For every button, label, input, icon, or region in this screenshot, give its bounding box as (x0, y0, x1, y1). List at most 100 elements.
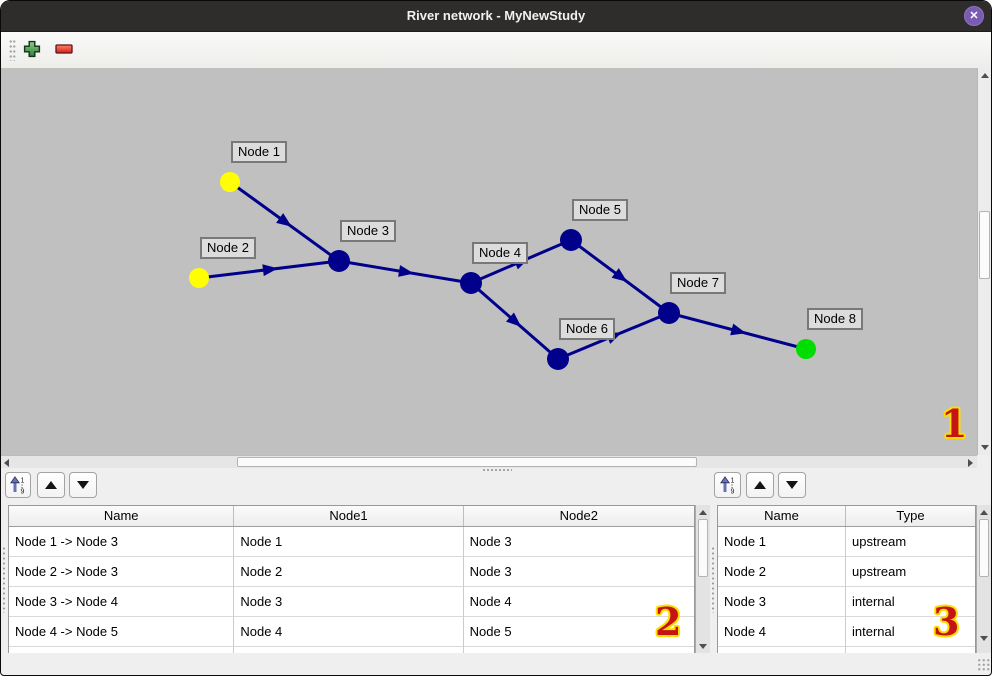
network-node[interactable] (560, 229, 582, 251)
column-header[interactable]: Node1 (234, 506, 464, 526)
network-node[interactable] (189, 268, 209, 288)
column-header[interactable]: Type (896, 508, 925, 523)
scroll-down-icon[interactable] (980, 636, 988, 641)
edge-arrow-icon (398, 265, 414, 277)
table-cell[interactable] (846, 647, 975, 653)
titlebar: River network - MyNewStudy ✕ (1, 1, 991, 32)
network-node[interactable] (547, 348, 569, 370)
table-cell[interactable]: Node 2 (718, 557, 847, 587)
scroll-down-icon[interactable] (699, 644, 707, 649)
table-cell[interactable]: Node 2 -> Node 3 (9, 557, 235, 587)
edge-arrow-icon (730, 323, 747, 336)
table-cell[interactable] (9, 647, 235, 653)
node-label: Node 7 (670, 272, 726, 294)
scroll-up-icon[interactable] (699, 510, 707, 515)
table-cell[interactable]: Node 4 (463, 587, 694, 617)
scrollbar-corner (977, 455, 991, 468)
add-link-button[interactable] (19, 36, 45, 62)
table-cell[interactable]: Node 4 (234, 617, 464, 647)
table-cell[interactable] (718, 647, 847, 653)
column-header[interactable]: Name (718, 506, 846, 526)
window-resize-grip[interactable] (977, 658, 990, 671)
node-label: Node 6 (559, 318, 615, 340)
scroll-up-icon[interactable] (981, 73, 989, 78)
scroll-right-icon[interactable] (968, 459, 973, 467)
vertical-scroll-thumb[interactable] (698, 519, 708, 577)
canvas-vertical-scrollbar[interactable] (977, 68, 991, 455)
links-table-splitter-handle[interactable] (2, 505, 6, 653)
triangle-up-icon (45, 481, 57, 489)
vertical-scroll-thumb[interactable] (979, 211, 990, 279)
scroll-up-icon[interactable] (980, 510, 988, 515)
remove-link-button[interactable] (51, 36, 77, 62)
table-cell[interactable]: Node 3 (463, 527, 694, 557)
close-button[interactable]: ✕ (964, 6, 984, 26)
links-table-scrollbar[interactable] (695, 505, 710, 653)
table-cell[interactable]: Node 4 -> Node 5 (9, 617, 235, 647)
table-cell[interactable]: Node 1 (234, 527, 464, 557)
table-cell[interactable]: Node 1 (718, 527, 847, 557)
svg-text:9: 9 (21, 489, 25, 495)
table-cell[interactable]: Node 1 -> Node 3 (9, 527, 235, 557)
table-row[interactable] (9, 647, 694, 653)
toolbar-drag-handle[interactable] (9, 39, 16, 61)
network-node[interactable] (460, 272, 482, 294)
edge-arrow-icon (506, 312, 522, 327)
nodes-table-scrollbar[interactable] (976, 505, 991, 653)
column-header[interactable]: Node2 (559, 508, 598, 523)
node-label: Node 5 (572, 199, 628, 221)
table-cell[interactable]: Node 5 (463, 617, 694, 647)
nodes-move-up-button[interactable] (746, 472, 774, 498)
table-cell[interactable]: internal (846, 587, 975, 617)
network-node[interactable] (328, 250, 350, 272)
table-header-row: Name Type (718, 506, 975, 527)
nodes-sort-button[interactable]: 1 9 (714, 472, 741, 498)
links-move-down-button[interactable] (69, 472, 97, 498)
links-move-up-button[interactable] (37, 472, 65, 498)
table-row[interactable] (718, 647, 975, 653)
table-cell[interactable]: Node 4 (718, 617, 847, 647)
network-node[interactable] (220, 172, 240, 192)
table-cell[interactable]: Node 3 -> Node 4 (9, 587, 235, 617)
table-cell[interactable]: upstream (846, 557, 975, 587)
scroll-left-icon[interactable] (4, 459, 9, 467)
table-cell[interactable] (464, 647, 694, 653)
table-cell[interactable]: upstream (846, 527, 975, 557)
svg-text:9: 9 (730, 489, 734, 495)
panel-splitter-handle[interactable] (482, 468, 512, 472)
triangle-up-icon (754, 481, 766, 489)
vertical-scroll-thumb[interactable] (979, 519, 989, 577)
table-cell[interactable]: Node 2 (234, 557, 464, 587)
network-node[interactable] (658, 302, 680, 324)
table-cell[interactable] (234, 647, 464, 653)
nodes-move-down-button[interactable] (778, 472, 806, 498)
node-label: Node 8 (807, 308, 863, 330)
column-header[interactable]: Name (9, 506, 235, 526)
links-sort-button[interactable]: 1 9 (5, 472, 31, 498)
node-label: Node 4 (472, 242, 528, 264)
canvas-horizontal-scrollbar[interactable] (1, 455, 977, 468)
table-cell[interactable]: Node 3 (718, 587, 847, 617)
scroll-down-icon[interactable] (981, 445, 989, 450)
table-cell[interactable]: Node 3 (463, 557, 694, 587)
table-cell[interactable]: internal (846, 617, 975, 647)
table-cell[interactable]: Node 3 (234, 587, 464, 617)
tables-splitter-handle[interactable] (711, 505, 715, 653)
network-node[interactable] (796, 339, 816, 359)
annotation-3: 3 (933, 599, 960, 644)
triangle-down-icon (786, 481, 798, 489)
horizontal-scroll-thumb[interactable] (237, 457, 697, 467)
minus-icon (55, 44, 73, 54)
